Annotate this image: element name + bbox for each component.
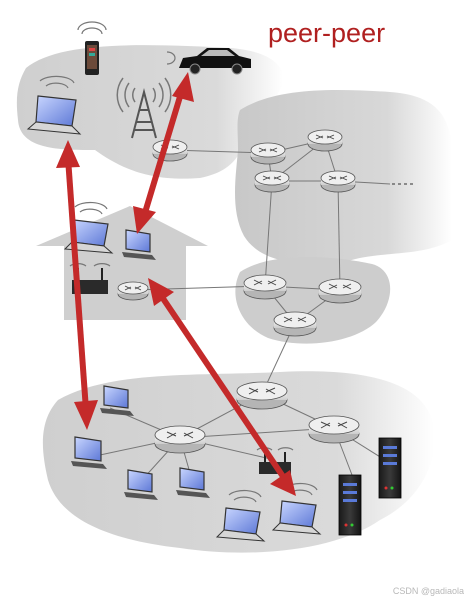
arrowhead [74, 400, 98, 430]
laptop-icon [215, 489, 266, 542]
smartphone-icon [77, 21, 107, 75]
desktop-icon [124, 469, 158, 500]
router-icon [250, 142, 286, 165]
diagram-title: peer-peer [268, 18, 386, 48]
arrowhead [56, 140, 80, 168]
router-icon [308, 415, 360, 444]
desktop-icon [176, 467, 210, 498]
router-icon [236, 381, 288, 410]
home-icon [36, 206, 208, 320]
peer-arrow-laptop-desktop [65, 157, 89, 411]
peer-arrow-car-desktop [141, 89, 185, 217]
laptop-icon [26, 75, 82, 135]
desktop-icon [100, 385, 134, 416]
desktop-icon [71, 436, 107, 469]
desktop-icon [122, 229, 156, 260]
laptop-icon [271, 482, 322, 535]
arrowhead [133, 206, 156, 234]
server-icon [378, 437, 402, 499]
router-icon [320, 170, 356, 193]
router-icon [318, 278, 362, 304]
peer-arrow-home-laptop [157, 292, 287, 480]
router-icon [243, 274, 287, 300]
router-icon [152, 139, 188, 162]
router-icon [307, 129, 343, 152]
watermark: CSDN @gadiaola [392, 586, 464, 596]
arrowhead [172, 72, 194, 102]
router-icon [273, 311, 317, 337]
car-icon [166, 48, 251, 75]
router-icon [254, 170, 290, 193]
router-icon [154, 425, 206, 454]
server-icon [338, 474, 362, 536]
router-icon [117, 281, 149, 301]
arrowhead [148, 278, 174, 306]
peer-arrows [56, 72, 296, 496]
cell-tower-icon [116, 77, 172, 139]
arrowhead [270, 470, 296, 496]
